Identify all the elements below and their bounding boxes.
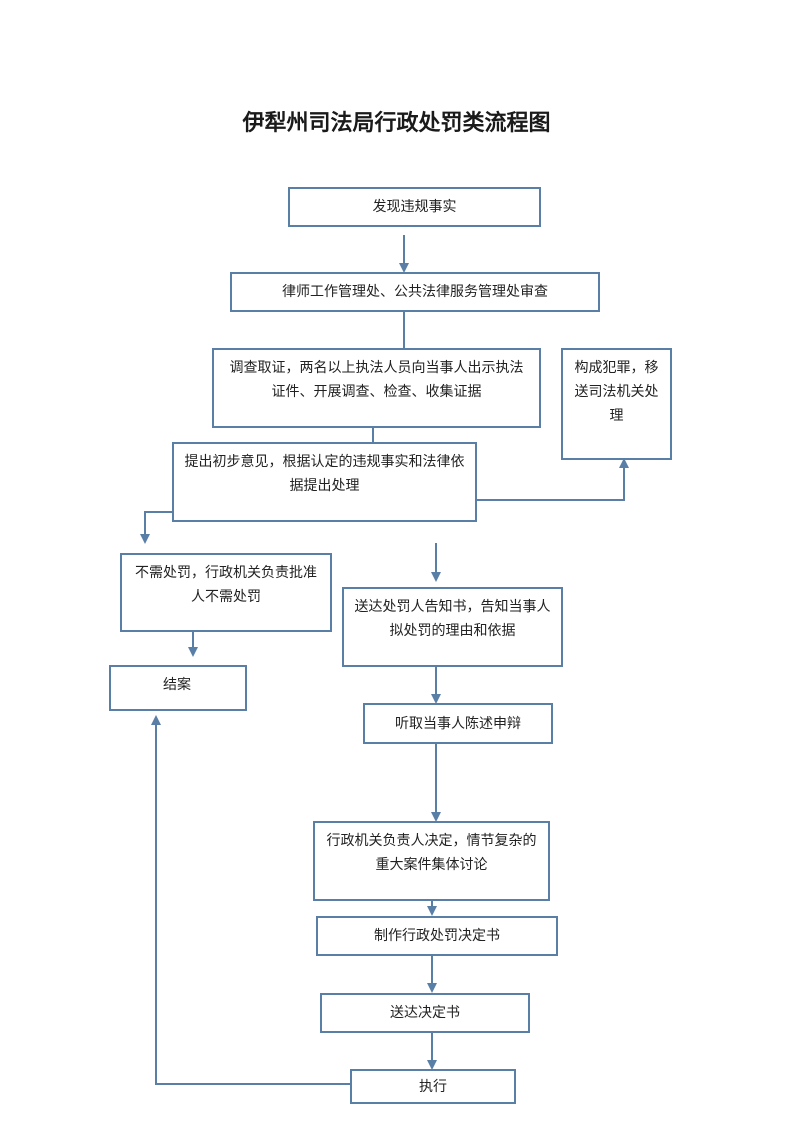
node-review: 律师工作管理处、公共法律服务管理处审查 [230,272,600,312]
node-preliminary-opinion: 提出初步意见，根据认定的违规事实和法律依据提出处理 [172,442,477,522]
node-close-case: 结案 [109,665,247,711]
node-no-penalty: 不需处罚，行政机关负责批准人不需处罚 [120,553,332,632]
arrow-execute-to-close [151,715,350,1085]
node-notify-penalty: 送达处罚人告知书，告知当事人拟处罚的理由和依据 [342,587,563,667]
node-discover-violation: 发现违规事实 [288,187,541,227]
node-decision: 行政机关负责人决定，情节复杂的重大案件集体讨论 [313,821,550,901]
node-investigate: 调查取证，两名以上执法人员向当事人出示执法证件、开展调查、检查、收集证据 [212,348,541,428]
page-title: 伊犁州司法局行政处罚类流程图 [242,111,551,136]
arrow-opinion-to-no-penalty [140,511,172,544]
node-deliver-decision: 送达决定书 [320,993,530,1033]
arrow-opinion-to-crime [476,458,629,501]
node-make-decision: 制作行政处罚决定书 [316,916,558,956]
node-hearing: 听取当事人陈述申辩 [363,703,553,744]
node-crime-transfer: 构成犯罪，移送司法机关处理 [561,348,672,460]
node-execute: 执行 [350,1069,516,1104]
